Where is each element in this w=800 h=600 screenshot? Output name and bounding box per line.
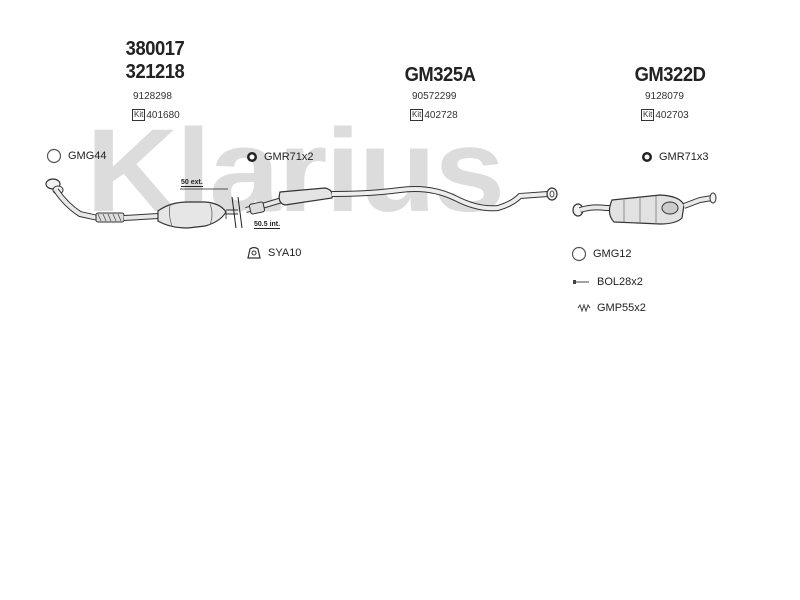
catalytic-converter[interactable] bbox=[157, 201, 238, 229]
part-number-gm325a[interactable]: GM325A bbox=[404, 64, 476, 86]
oem-number-right: 9128079 bbox=[645, 91, 684, 102]
middle-part-group: GM325A bbox=[385, 64, 495, 87]
left-part-group: 380017 321218 bbox=[110, 38, 200, 84]
spring-icon bbox=[577, 304, 591, 312]
accessory-label: GMR71x2 bbox=[264, 151, 314, 163]
kit-tag: Kit bbox=[132, 109, 146, 121]
kit-value: 402703 bbox=[655, 109, 689, 121]
kit-number-middle: Kit 402728 bbox=[410, 109, 458, 121]
front-downpipe[interactable] bbox=[45, 178, 159, 223]
kit-tag: Kit bbox=[410, 109, 424, 121]
accessory-label: GMR71x3 bbox=[659, 151, 709, 163]
right-part-group: GM322D bbox=[615, 64, 725, 87]
kit-number-left: Kit 401680 bbox=[132, 109, 180, 121]
ring-gasket-icon bbox=[571, 246, 587, 262]
accessory-label: GMG12 bbox=[593, 248, 632, 260]
dimension-int-label: 50.5 int. bbox=[254, 221, 281, 229]
kit-tag: Kit bbox=[641, 109, 655, 121]
kit-value: 401680 bbox=[146, 109, 180, 121]
bolt-icon bbox=[573, 280, 589, 284]
accessory-label: GMP55x2 bbox=[597, 302, 646, 314]
accessory-label: GMG44 bbox=[68, 150, 107, 162]
rear-silencer[interactable] bbox=[572, 192, 717, 225]
oem-number-left: 9128298 bbox=[133, 91, 172, 102]
accessory-sya10[interactable]: SYA10 bbox=[246, 246, 301, 260]
accessory-bol28x2[interactable]: BOL28x2 bbox=[573, 276, 643, 288]
centre-silencer-section[interactable] bbox=[245, 186, 558, 215]
rubber-mount-icon bbox=[247, 246, 261, 259]
clamp-icon bbox=[247, 152, 257, 162]
accessory-gmg12[interactable]: GMG12 bbox=[571, 246, 632, 262]
ring-gasket-icon bbox=[46, 148, 62, 164]
kit-value: 402728 bbox=[424, 109, 458, 121]
part-number-gm322d[interactable]: GM322D bbox=[634, 64, 706, 86]
accessory-label: BOL28x2 bbox=[597, 276, 643, 288]
joint-marks bbox=[180, 188, 243, 229]
part-number-380017[interactable]: 380017 bbox=[125, 38, 185, 60]
accessory-gmr71x2[interactable]: GMR71x2 bbox=[246, 150, 314, 164]
part-number-321218[interactable]: 321218 bbox=[125, 61, 185, 83]
klarius-watermark: Klarius bbox=[86, 105, 505, 237]
accessory-gmr71x3[interactable]: GMR71x3 bbox=[641, 150, 709, 164]
kit-number-right: Kit 402703 bbox=[641, 109, 689, 121]
accessory-gmp55x2[interactable]: GMP55x2 bbox=[577, 302, 646, 314]
dimension-ext-label: 50 ext. bbox=[181, 179, 203, 187]
clamp-icon bbox=[642, 152, 652, 162]
accessory-label: SYA10 bbox=[268, 247, 302, 259]
oem-number-middle: 90572299 bbox=[412, 91, 457, 102]
accessory-gmg44[interactable]: GMG44 bbox=[46, 148, 107, 164]
